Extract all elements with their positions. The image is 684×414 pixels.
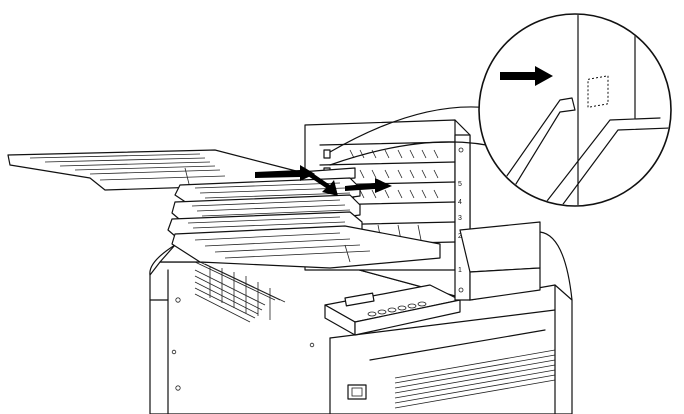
bin-number-5: 5 xyxy=(458,181,462,188)
screw-icon xyxy=(309,342,315,348)
insertion-arrows xyxy=(255,165,392,196)
output-trays xyxy=(7,149,441,269)
callout-leader xyxy=(329,106,501,166)
arrow-right-icon xyxy=(255,165,315,181)
screw-icon xyxy=(171,349,177,355)
panel-buttons xyxy=(367,301,427,317)
bin-number-4: 4 xyxy=(458,199,462,206)
slot-outline xyxy=(587,75,609,108)
bin-number-1: 1 xyxy=(458,267,462,274)
vent-grille xyxy=(194,261,286,323)
lcd-display xyxy=(344,292,375,307)
arrow-diagonal-icon xyxy=(302,168,338,196)
magnified-detail xyxy=(478,13,672,207)
screw-icon xyxy=(175,385,181,391)
bin-number-2: 2 xyxy=(458,233,462,240)
control-panel xyxy=(324,284,461,336)
screw-icon xyxy=(175,297,181,303)
power-switch xyxy=(347,384,367,400)
bin-number-3: 3 xyxy=(458,215,462,222)
arrow-right-icon xyxy=(345,178,392,193)
front-vent xyxy=(394,349,556,409)
arrow-right-icon xyxy=(500,66,553,86)
